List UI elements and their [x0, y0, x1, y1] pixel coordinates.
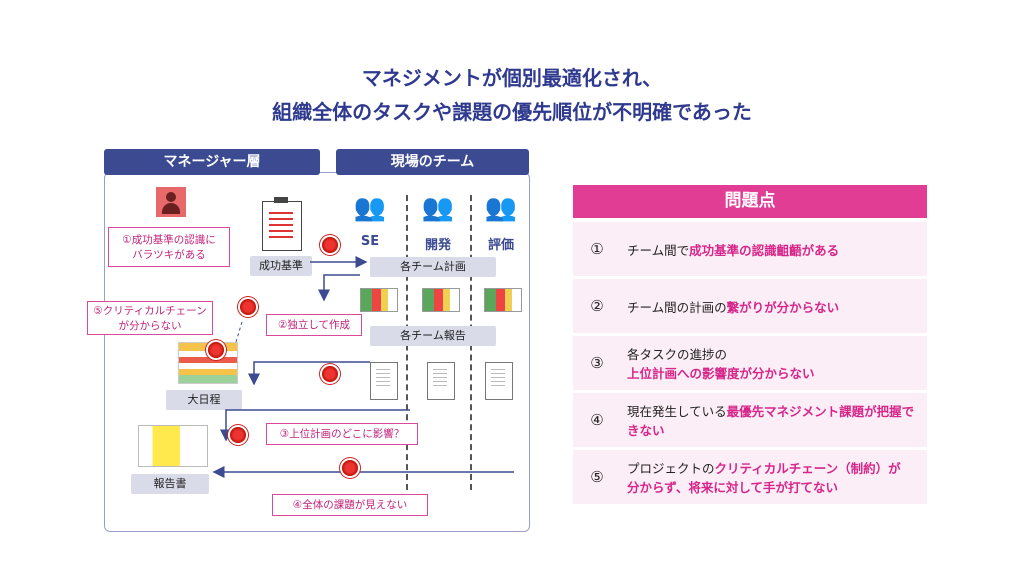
problem-text-pre: チーム間で: [627, 242, 690, 258]
callout-3: ③上位計画のどこに影響？: [266, 423, 418, 445]
clipboard-icon: [262, 197, 302, 251]
team-label-dev: 開発: [424, 238, 451, 253]
problem-row: ⑤ プロジェクトのクリティカルチェーン（制約）が分からず、将来に対して手が打てな…: [573, 450, 927, 504]
problem-number: ①: [590, 240, 604, 258]
title-line-2: 組織全体のタスクや課題の優先順位が不明確であった: [272, 100, 752, 124]
problem-number: ⑤: [590, 468, 604, 486]
plan-sheet-se: [360, 288, 398, 312]
callout-4: ④全体の課題が見えない: [272, 494, 428, 516]
team-eval-icon: 👥: [484, 193, 518, 223]
problem-text: 現在発生している最優先マネジメント課題が把握できない: [627, 393, 921, 447]
connector-arrows: [212, 256, 514, 478]
problem-text-pre: 各タスクの進捗の: [627, 347, 728, 362]
team-dev-icon: 👥: [421, 193, 455, 223]
plan-sheet-eval: [484, 288, 522, 312]
alert-burst-icon: [208, 342, 224, 358]
problem-text: 各タスクの進捗の上位計画への影響度が分からない: [627, 336, 921, 390]
alert-burst-icon: [240, 299, 256, 315]
team-header: 現場のチーム: [336, 149, 529, 175]
report-doc-se: [370, 362, 398, 400]
problem-number: ④: [590, 411, 604, 429]
report-doc-eval: [485, 362, 513, 400]
person-icon: [156, 187, 186, 217]
alert-burst-icon: [230, 427, 246, 443]
problem-text-pre: プロジェクトの: [627, 461, 715, 476]
team-se-icon: 👥: [353, 193, 387, 223]
master-schedule-label: 大日程: [166, 390, 242, 410]
problems-header: 問題点: [573, 185, 927, 218]
callout-1: ①成功基準の認識に バラツキがある: [108, 227, 230, 267]
report-doc-dev: [427, 362, 455, 400]
problem-text-highlight: 最優先マネジメント課題が把握できない: [627, 404, 915, 438]
team-report-label: 各チーム報告: [370, 326, 496, 346]
problem-row: ④ 現在発生している最優先マネジメント課題が把握できない: [573, 393, 927, 447]
problem-number: ②: [590, 297, 604, 315]
manager-header: マネージャー層: [104, 149, 320, 175]
alert-burst-icon: [322, 366, 338, 382]
alert-burst-icon: [342, 460, 358, 476]
problem-text-pre: チーム間の計画の: [627, 299, 727, 315]
team-label-se: SE: [360, 234, 380, 249]
problem-text: チーム間の計画の繋がりが分からない: [627, 279, 921, 333]
plan-sheet-dev: [422, 288, 460, 312]
alert-burst-icon: [322, 237, 338, 253]
problem-text: プロジェクトのクリティカルチェーン（制約）が分からず、将来に対して手が打てない: [627, 450, 921, 504]
title-line-1: マネジメントが個別最適化され、: [361, 66, 663, 90]
problem-number: ③: [590, 354, 604, 372]
problem-row: ② チーム間の計画の繋がりが分からない: [573, 279, 927, 333]
callout-2: ②独立して作成: [266, 314, 362, 336]
team-plan-label: 各チーム計画: [370, 257, 496, 277]
problem-text-highlight: 成功基準の認識齟齬がある: [689, 242, 840, 258]
problem-text-highlight: 繋がりが分からない: [726, 299, 840, 315]
problem-text: チーム間で成功基準の認識齟齬がある: [627, 222, 921, 276]
report-image: [138, 425, 208, 467]
problem-text-highlight: クリティカルチェーン（制約）が: [714, 461, 901, 476]
report-label: 報告書: [131, 474, 209, 494]
callout-5: ⑤クリティカルチェーン が分からない: [87, 301, 213, 335]
team-label-eval: 評価: [487, 238, 514, 253]
problem-text-post: 分からず、将来に対して手が打てない: [627, 480, 839, 495]
problem-row: ③ 各タスクの進捗の上位計画への影響度が分からない: [573, 336, 927, 390]
problem-text-pre: 現在発生している: [627, 404, 727, 419]
problem-text-highlight: 上位計画への影響度が分からない: [627, 366, 815, 381]
success-criteria-label: 成功基準: [250, 256, 312, 276]
problem-row: ① チーム間で成功基準の認識齟齬がある: [573, 222, 927, 276]
